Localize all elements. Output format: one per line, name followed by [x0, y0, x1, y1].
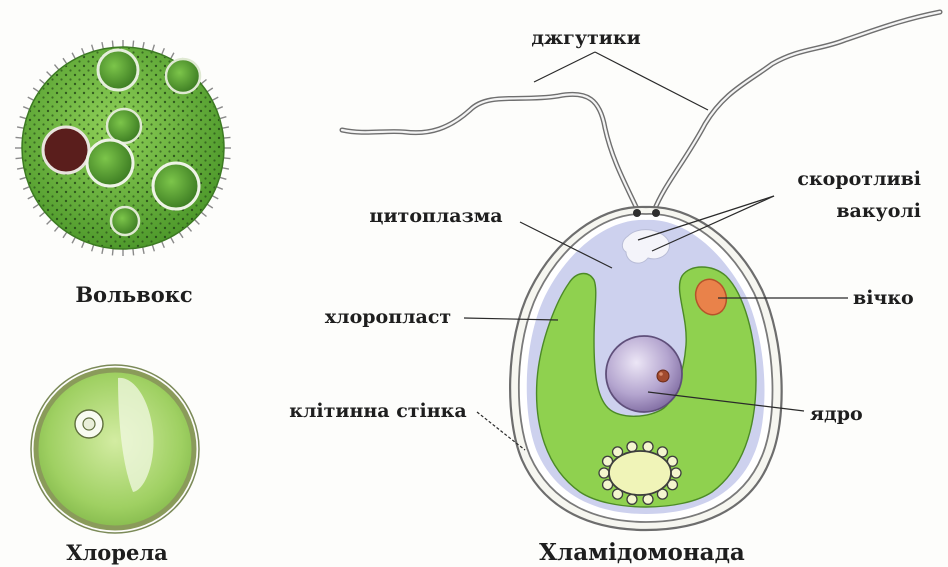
chlamydomonas-label: Хламідомонада [539, 539, 745, 566]
chlorella-label: Хлорела [66, 540, 168, 565]
chloroplast-label: хлоропласт [325, 306, 451, 328]
eyespot-label: вічко [853, 287, 914, 309]
starch-grain [671, 468, 681, 478]
chlamydomonas-cell [510, 207, 782, 530]
starch-grain [627, 442, 637, 452]
nucleus-label: ядро [810, 403, 863, 425]
flagella-label: джгутики [531, 27, 640, 49]
nucleus [606, 336, 682, 412]
starch-grain [627, 494, 637, 504]
chlorella-nucleus [75, 410, 103, 438]
starch-grain [643, 494, 653, 504]
chlorella-cell [31, 365, 199, 533]
contractile-vacuoles-label-line2: вакуолі [836, 200, 921, 222]
volvox-label: Вольвокс [75, 282, 192, 307]
starch-grain [599, 468, 609, 478]
starch-grain [643, 442, 653, 452]
volvox-colony [15, 40, 231, 256]
contractile-vacuoles-label-line1: скоротливі [797, 168, 921, 190]
cell-wall-label: клітинна стінка [289, 400, 466, 422]
cytoplasm-label: цитоплазма [369, 205, 502, 227]
